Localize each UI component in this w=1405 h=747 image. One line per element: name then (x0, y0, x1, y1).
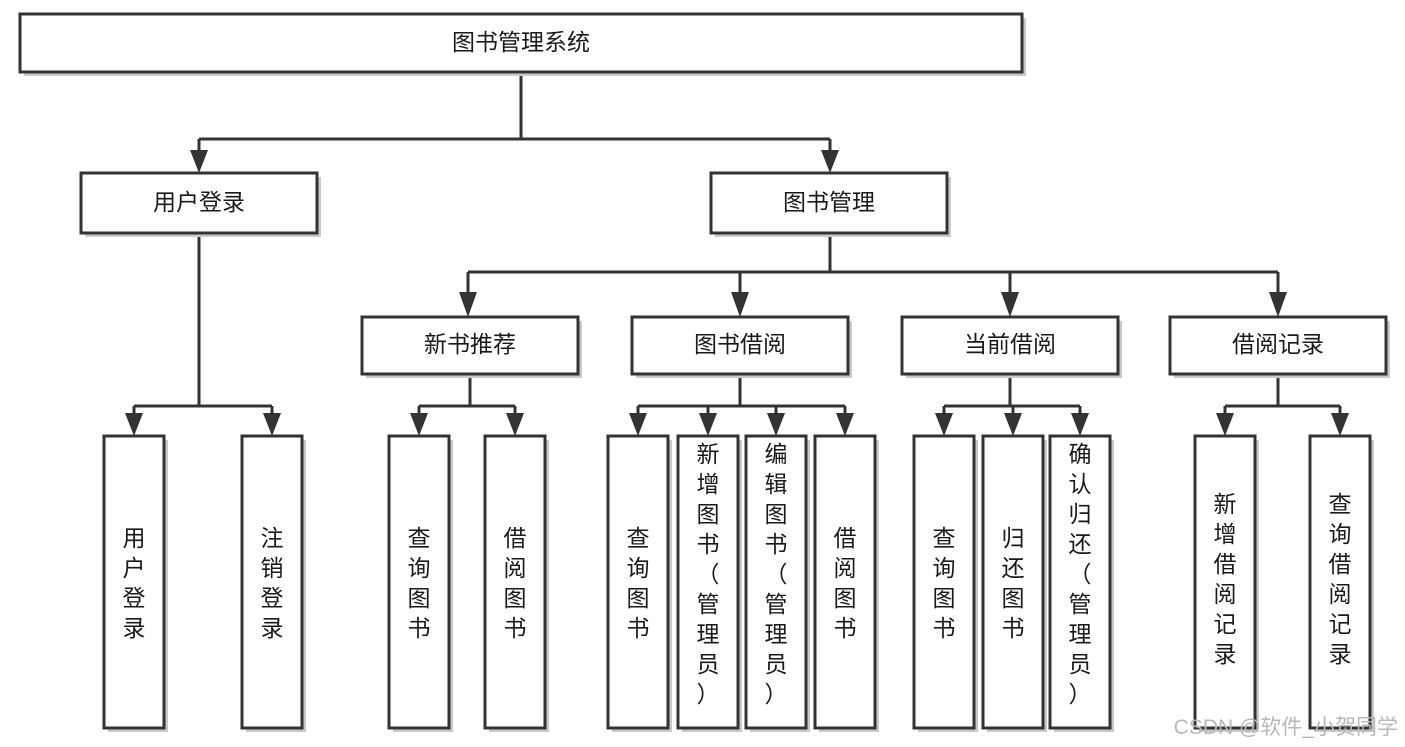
node-leaf-borrow-book-1-label: 借阅图书 (504, 525, 527, 641)
arrow-head-leaf-confirm-return-admin (1071, 413, 1089, 436)
node-leaf-query-book-2[interactable]: 查询图书 (606, 434, 672, 732)
node-leaf-add-borrow-record[interactable]: 新增借阅记录 (1193, 434, 1259, 732)
arrow-head-current-borrow (1001, 292, 1019, 317)
connector-layer (125, 72, 1349, 436)
node-root-label: 图书管理系统 (452, 29, 590, 55)
node-leaf-user-login-label: 用户登录 (123, 525, 146, 641)
node-new-book-recommend[interactable]: 新书推荐 (360, 315, 582, 378)
arrow-head-leaf-query-book-3 (935, 413, 953, 436)
node-user-login-label: 用户登录 (153, 189, 245, 215)
node-leaf-query-book-2-label: 查询图书 (627, 525, 650, 641)
leaf-node-layer: 用户登录 注销登录 查询图书 借阅图书 查询图书 新增图书（管理员） 编辑图书（管理员） 借阅… (102, 434, 1374, 732)
node-leaf-query-borrow-record[interactable]: 查询借阅记录 (1308, 434, 1374, 732)
node-leaf-query-borrow-record-label: 查询借阅记录 (1329, 491, 1352, 667)
node-root-box[interactable] (18, 12, 1024, 74)
csdn-watermark: CSDN @软件_小贺同学 (1174, 716, 1398, 739)
node-leaf-borrow-book-2-label: 借阅图书 (834, 525, 857, 641)
node-borrow-record[interactable]: 借阅记录 (1168, 315, 1390, 378)
node-leaf-query-borrow-record-box[interactable] (1308, 434, 1372, 730)
node-user-login-box[interactable] (79, 171, 319, 235)
node-leaf-confirm-return-admin-label: 确认归还（管理员） (1069, 441, 1092, 707)
node-book-borrow-box[interactable] (630, 315, 850, 376)
arrow-head-leaf-user-logout (263, 413, 281, 436)
node-leaf-edit-book-admin-box[interactable] (744, 434, 808, 730)
node-new-book-recommend-box[interactable] (360, 315, 580, 376)
node-leaf-user-login[interactable]: 用户登录 (102, 434, 168, 732)
node-leaf-return-book-label: 归还图书 (1002, 525, 1025, 641)
arrow-head-leaf-borrow-book-2 (836, 413, 854, 436)
arrow-head-new-book-recommend (459, 292, 477, 317)
node-leaf-user-logout-label: 注销登录 (261, 525, 284, 641)
node-leaf-user-login-box[interactable] (102, 434, 166, 730)
node-leaf-edit-book-admin[interactable]: 编辑图书（管理员） (744, 434, 810, 732)
node-new-book-recommend-label: 新书推荐 (424, 331, 516, 357)
node-leaf-add-book-admin-label: 新增图书（管理员） (697, 441, 720, 707)
node-current-borrow-box[interactable] (900, 315, 1120, 376)
node-leaf-edit-book-admin-label: 编辑图书（管理员） (765, 441, 788, 707)
node-leaf-add-borrow-record-box[interactable] (1193, 434, 1257, 730)
node-leaf-query-book-3-box[interactable] (912, 434, 976, 730)
node-leaf-query-book-2-box[interactable] (606, 434, 670, 730)
arrow-head-leaf-query-book-2 (629, 413, 647, 436)
node-leaf-query-book-1[interactable]: 查询图书 (387, 434, 453, 732)
node-book-borrow-label: 图书借阅 (694, 331, 786, 357)
node-leaf-borrow-book-1[interactable]: 借阅图书 (483, 434, 549, 732)
arrow-head-borrow-record (1269, 292, 1287, 317)
node-leaf-add-book-admin-box[interactable] (676, 434, 740, 730)
node-leaf-query-book-1-box[interactable] (387, 434, 451, 730)
node-leaf-query-book-1-label: 查询图书 (408, 525, 431, 641)
arrow-head-leaf-add-borrow-record (1216, 413, 1234, 436)
node-leaf-borrow-book-2-box[interactable] (813, 434, 877, 730)
node-current-borrow-label: 当前借阅 (964, 331, 1056, 357)
node-leaf-add-borrow-record-label: 新增借阅记录 (1214, 491, 1237, 667)
arrow-head-leaf-add-book-admin (699, 413, 717, 436)
node-leaf-confirm-return-admin[interactable]: 确认归还（管理员） (1048, 434, 1114, 732)
node-leaf-borrow-book-1-box[interactable] (483, 434, 547, 730)
arrow-head-leaf-user-login (125, 413, 143, 436)
node-book-management-label: 图书管理 (783, 189, 875, 215)
node-borrow-record-label: 借阅记录 (1232, 331, 1324, 357)
arrow-head-leaf-query-book-1 (410, 413, 428, 436)
node-leaf-user-logout-box[interactable] (240, 434, 304, 730)
node-borrow-record-box[interactable] (1168, 315, 1388, 376)
node-leaf-confirm-return-admin-box[interactable] (1048, 434, 1112, 730)
node-leaf-query-book-3[interactable]: 查询图书 (912, 434, 978, 732)
node-book-management-box[interactable] (709, 171, 949, 235)
node-leaf-add-book-admin[interactable]: 新增图书（管理员） (676, 434, 742, 732)
arrow-head-leaf-query-borrow-record (1331, 413, 1349, 436)
node-user-login[interactable]: 用户登录 (79, 171, 321, 237)
node-leaf-return-book-box[interactable] (981, 434, 1045, 730)
node-leaf-return-book[interactable]: 归还图书 (981, 434, 1047, 732)
node-book-borrow[interactable]: 图书借阅 (630, 315, 852, 378)
node-leaf-query-book-3-label: 查询图书 (933, 525, 956, 641)
arrow-head-book-management (821, 150, 839, 173)
arrow-head-leaf-edit-book-admin (767, 413, 785, 436)
arrow-head-leaf-borrow-book-1 (506, 413, 524, 436)
node-leaf-borrow-book-2[interactable]: 借阅图书 (813, 434, 879, 732)
node-current-borrow[interactable]: 当前借阅 (900, 315, 1122, 378)
arrow-head-book-borrow (731, 292, 749, 317)
node-leaf-user-logout[interactable]: 注销登录 (240, 434, 306, 732)
node-root[interactable]: 图书管理系统 (18, 12, 1026, 76)
arrow-head-user-login (190, 150, 208, 173)
arrow-head-leaf-return-book (1004, 413, 1022, 436)
node-book-management[interactable]: 图书管理 (709, 171, 951, 237)
